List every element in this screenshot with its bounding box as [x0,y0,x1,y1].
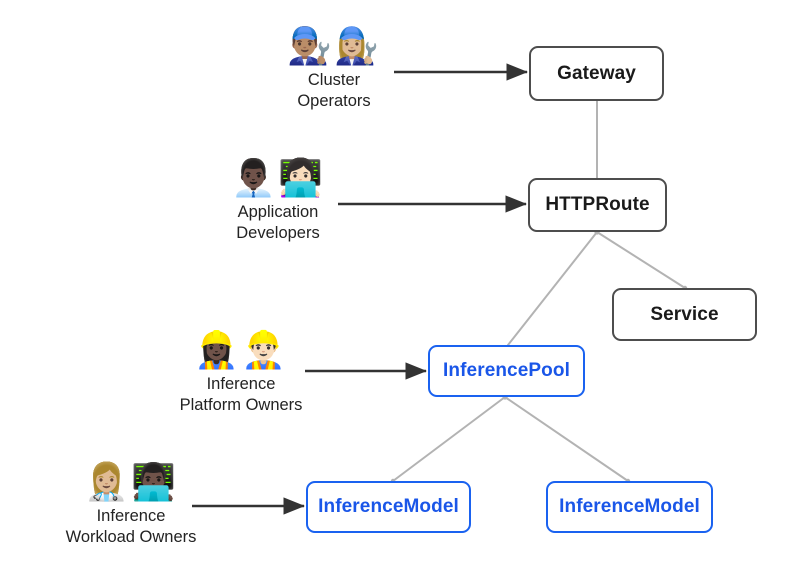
persona-inference-workload-owners: 👩🏼‍⚕️👨🏿‍💻 Inference Workload Owners [36,462,226,548]
edge-inferencepool-model-right [504,396,629,482]
edge-httproute-inferencepool [507,231,598,346]
persona-cluster-operators: 👨🏽‍🔧👩🏼‍🔧 Cluster Operators [239,26,429,112]
node-inferencemodel-left[interactable]: InferenceModel [306,481,471,533]
application-developers-icon: 👨🏿‍💼👩🏻‍💻 [231,158,325,199]
cluster-operators-label: Cluster Operators [239,70,429,112]
edge-httproute-service [596,231,686,289]
persona-application-developers: 👨🏿‍💼👩🏻‍💻 Application Developers [183,158,373,244]
node-inferencemodel-right[interactable]: InferenceModel [546,481,713,533]
persona-label-line1: Application [237,203,319,221]
application-developers-label: Application Developers [183,202,373,244]
persona-label-line1: Inference [206,375,276,393]
persona-label-line1: Inference [96,507,166,525]
node-inferencepool[interactable]: InferencePool [428,345,585,397]
node-service[interactable]: Service [612,288,757,341]
persona-label-line2: Operators [297,92,371,110]
inference-platform-owners-label: Inference Platform Owners [146,374,336,416]
cluster-operators-icon: 👨🏽‍🔧👩🏼‍🔧 [287,26,381,67]
persona-label-line2: Developers [236,224,320,242]
persona-label-line2: Platform Owners [179,396,303,414]
node-httproute[interactable]: HTTPRoute [528,178,667,232]
persona-label-line2: Workload Owners [65,528,197,546]
inference-workload-owners-icon: 👩🏼‍⚕️👨🏿‍💻 [84,462,178,503]
persona-inference-platform-owners: 👷🏿‍♀️👷🏻‍♂️ Inference Platform Owners [146,330,336,416]
inference-platform-owners-icon: 👷🏿‍♀️👷🏻‍♂️ [194,330,288,371]
edge-inferencepool-model-left [392,396,506,482]
node-gateway[interactable]: Gateway [529,46,664,101]
persona-label-line1: Cluster [307,71,361,89]
inference-workload-owners-label: Inference Workload Owners [36,506,226,548]
